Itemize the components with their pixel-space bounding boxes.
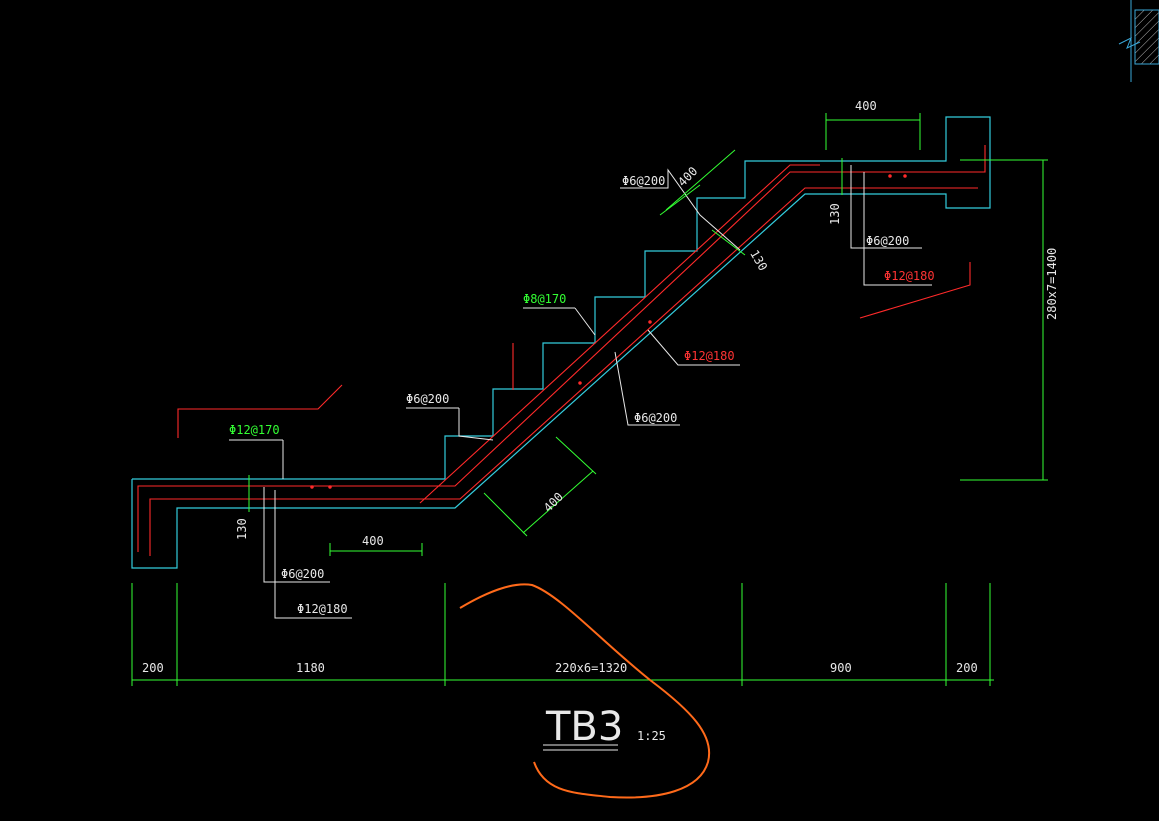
dim-left-130: 130 bbox=[235, 518, 249, 540]
label-mid-right-stirrup: Φ6@200 bbox=[634, 411, 677, 425]
dimension-lines bbox=[131, 113, 1048, 686]
wall-section-fragment bbox=[1118, 0, 1159, 82]
label-bottom-bar: Φ12@180 bbox=[297, 602, 348, 616]
markup-annotation-stroke bbox=[459, 583, 711, 799]
dim-top-400: 400 bbox=[855, 99, 877, 113]
label-mid-right-bar: Φ12@180 bbox=[684, 349, 735, 363]
label-mid-left-bar: Φ8@170 bbox=[523, 292, 566, 306]
title-underline bbox=[543, 744, 618, 751]
dim-bottom-400: 400 bbox=[362, 534, 384, 548]
dim-total-height: 280x7=1400 bbox=[1045, 248, 1059, 320]
dim-seg-1: 200 bbox=[142, 661, 164, 675]
dim-seg-4: 900 bbox=[830, 661, 852, 675]
label-bottom-stirrup: Φ6@200 bbox=[281, 567, 324, 581]
label-top-left-stirrup: Φ6@200 bbox=[622, 174, 665, 188]
concrete-outline bbox=[131, 116, 991, 569]
dim-right-130: 130 bbox=[828, 203, 842, 225]
label-right-bar: Φ12@180 bbox=[884, 269, 935, 283]
rebar-lines bbox=[137, 145, 986, 556]
drawing-title: TB3 bbox=[545, 704, 623, 750]
label-right-stirrup: Φ6@200 bbox=[866, 234, 909, 248]
drawing-scale: 1:25 bbox=[637, 729, 666, 743]
dim-seg-2: 1180 bbox=[296, 661, 325, 675]
leader-lines bbox=[229, 165, 932, 619]
dim-diagonal-130: 130 bbox=[747, 247, 770, 273]
dim-diagonal-400: 400 bbox=[541, 490, 566, 515]
label-left-bar: Φ12@170 bbox=[229, 423, 280, 437]
label-mid-stirrup: Φ6@200 bbox=[406, 392, 449, 406]
dim-seg-3: 220x6=1320 bbox=[555, 661, 627, 675]
dim-seg-5: 200 bbox=[956, 661, 978, 675]
